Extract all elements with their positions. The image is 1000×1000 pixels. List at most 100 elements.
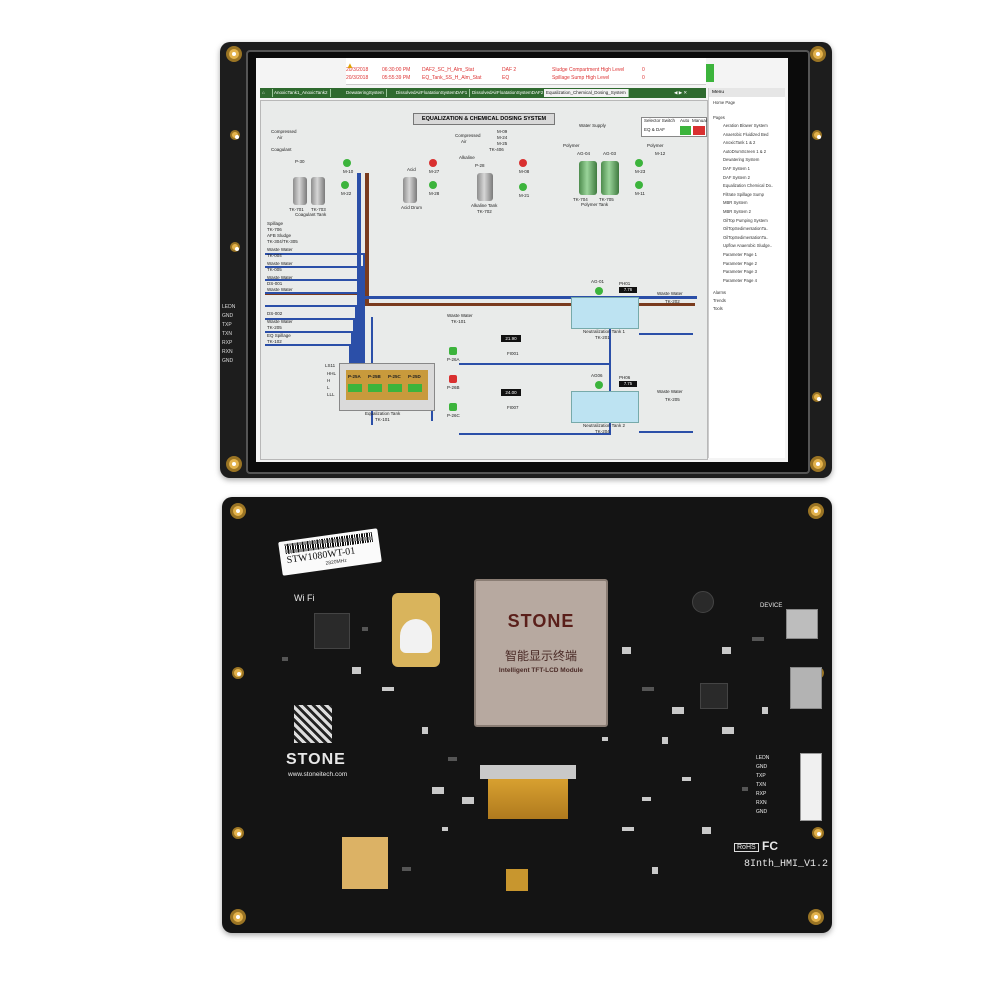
auto-indicator[interactable]: [680, 126, 691, 135]
fc-mark: FC: [762, 839, 778, 853]
selector-row-label: EQ & DAF: [644, 127, 666, 132]
pin-label: GND: [756, 809, 768, 815]
tab-daf2[interactable]: DissolvedAirFloatationSystemDAF2: [470, 89, 547, 97]
label: TK-101: [451, 319, 466, 324]
menu-item[interactable]: Alarms: [713, 290, 727, 295]
alarm-date: 20/3/2018: [346, 75, 369, 81]
ic-chip: [700, 683, 728, 709]
page-list-item[interactable]: Filtrate Spillage Sump: [723, 191, 764, 197]
wifi-chip: [314, 613, 350, 649]
hmi-screen[interactable]: 20/3/2018 06:30:00 PM DAF2_SC_H_Alm_Stat…: [256, 58, 788, 462]
alarm-state: 0: [642, 75, 645, 81]
alkaline-tank[interactable]: [477, 173, 493, 201]
manual-indicator[interactable]: [693, 126, 705, 135]
page-list-item[interactable]: Aeration Blower System: [723, 123, 768, 128]
valve-m11[interactable]: [635, 181, 643, 189]
label: L: [327, 385, 330, 390]
smd-component: [432, 787, 444, 794]
page-list-item[interactable]: Anaerobic Fluidized Bed: [723, 131, 769, 137]
uart-header[interactable]: [800, 753, 822, 821]
menu-header[interactable]: Menu: [709, 88, 785, 97]
label: TK-202: [665, 299, 680, 304]
acid-drum[interactable]: [403, 177, 417, 203]
page-list-item[interactable]: OilTopSedimentationTa..: [723, 226, 769, 232]
pump-p25d[interactable]: [408, 384, 422, 392]
smd-component: [742, 787, 748, 791]
label: Air: [277, 135, 283, 140]
pump-p25a[interactable]: [348, 384, 362, 392]
process-diagram: EQUALIZATION & CHEMICAL DOSING SYSTEM Se…: [260, 100, 708, 460]
alarm-area: DAF 2: [502, 67, 517, 73]
label: Waste Water: [657, 291, 683, 296]
page-list-item[interactable]: AnoxicTank 1 & 2: [723, 140, 756, 146]
pump-p26a[interactable]: [449, 347, 457, 355]
page-list-item[interactable]: MBR System 2: [723, 209, 751, 214]
agitator-ag01[interactable]: [595, 287, 603, 295]
menu-item[interactable]: Trends: [713, 298, 726, 303]
valve-m28[interactable]: [429, 181, 437, 189]
page-list-item[interactable]: Parameter Page 4: [723, 277, 757, 283]
pump-p26b[interactable]: [449, 375, 457, 383]
neutralization-tank-2[interactable]: [571, 391, 639, 423]
label: TK-102: [267, 339, 282, 344]
usb-port[interactable]: [786, 609, 818, 639]
page-list-item[interactable]: DAF System 2: [723, 174, 750, 180]
alarm-ack-button[interactable]: [706, 64, 714, 82]
pin-label: LEDN: [222, 304, 236, 310]
page-list-item[interactable]: Dewatering System: [723, 157, 760, 163]
label: Neutralization Tank 1: [583, 329, 625, 334]
label: Waste Water: [267, 261, 293, 266]
page-list-item[interactable]: Upflow Anaerobic Sludge..: [723, 243, 773, 249]
tab-anoxic[interactable]: AnoxicTank1_AnoxicTank2: [272, 89, 331, 97]
neutralization-tank-1[interactable]: [571, 297, 639, 329]
page-list-item[interactable]: OilTopSedimentationTa..: [723, 234, 769, 240]
page-list-item[interactable]: MBR System: [723, 200, 748, 206]
pump-label: P-25B: [368, 374, 381, 379]
valve-m23[interactable]: [635, 159, 643, 167]
page-list-item[interactable]: OilTop Pumping System: [723, 217, 768, 223]
sd-card-slot[interactable]: [790, 667, 822, 709]
menu-item[interactable]: Tools: [713, 306, 723, 311]
side-hole: [230, 130, 240, 140]
valve-m10[interactable]: [343, 159, 351, 167]
coagulant-tank-2[interactable]: [311, 177, 325, 205]
polymer-tank-1[interactable]: [579, 161, 597, 195]
home-page-link[interactable]: Home Page: [713, 100, 736, 105]
page-list-item[interactable]: Parameter Page 2: [723, 260, 757, 266]
flow-display-fi007: 24.00: [501, 389, 521, 396]
valve-m22[interactable]: [341, 181, 349, 189]
main-chip: STONE 智能显示终端 Intelligent TFT-LCD Module: [474, 579, 608, 727]
home-icon[interactable]: ⌂: [260, 89, 273, 97]
fpc-ribbon: [488, 779, 568, 819]
agitator-ag06[interactable]: [595, 381, 603, 389]
equalization-tank[interactable]: P-25A P-25B P-25C P-25D: [339, 363, 435, 411]
pump-p25c[interactable]: [388, 384, 402, 392]
polymer-tank-2[interactable]: [601, 161, 619, 195]
pump-p26c[interactable]: [449, 403, 457, 411]
valve-m27[interactable]: [429, 159, 437, 167]
page-list-item[interactable]: DAF System 1: [723, 166, 750, 171]
smd-component: [448, 757, 457, 761]
pin-label: TXP: [222, 322, 232, 328]
coagulant-tank-1[interactable]: [293, 177, 307, 205]
side-hole: [812, 827, 824, 839]
side-hole: [230, 242, 240, 252]
page-list-item[interactable]: Equalization Chemical Do..: [723, 183, 774, 189]
pump-p25b[interactable]: [368, 384, 382, 392]
page-list-item[interactable]: Parameter Page 1: [723, 252, 757, 257]
mount-hole: [810, 46, 826, 62]
valve-m21[interactable]: [519, 183, 527, 191]
tab-equalization[interactable]: Equalization_Chemical_Dosing_System: [544, 89, 629, 97]
tab-dewatering[interactable]: DewateringSystem: [344, 89, 387, 97]
tab-daf1[interactable]: DissolvedAirFloatationSystemDAF1: [394, 89, 471, 97]
pipe: [349, 344, 351, 363]
nav-arrows-icon[interactable]: ◀ ▶ ✕: [674, 90, 688, 95]
pages-folder[interactable]: Pages: [713, 115, 725, 120]
model-sticker: STW1080WT-01 2820MHz: [278, 528, 382, 576]
page-list-item[interactable]: Parameter Page 3: [723, 269, 757, 275]
label: M-11: [635, 191, 645, 196]
valve-m08[interactable]: [519, 159, 527, 167]
label: Polymer Tank: [581, 202, 609, 207]
label: Waste Water: [267, 275, 293, 280]
page-list-item[interactable]: AutoDrumScreen 1 & 2: [723, 148, 767, 154]
